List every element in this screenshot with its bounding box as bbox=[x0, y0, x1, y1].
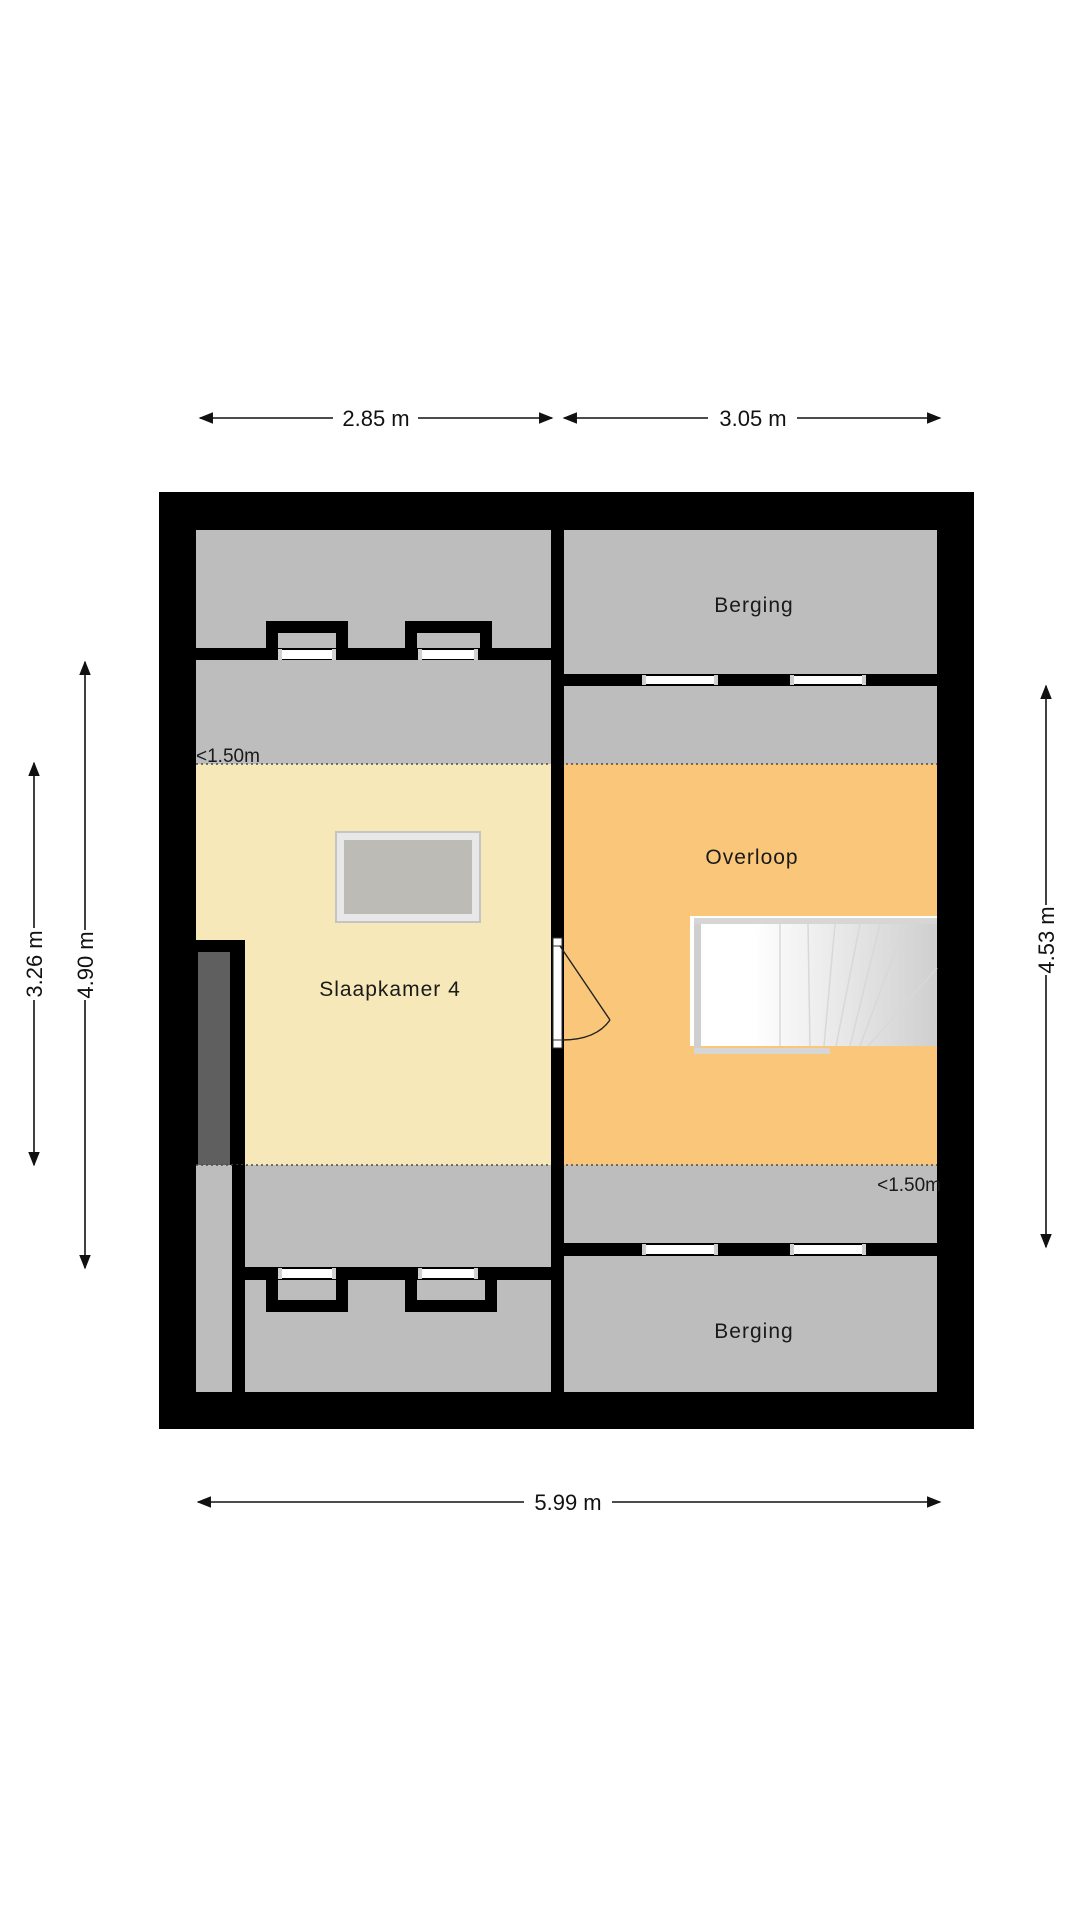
chimney-side-wall bbox=[232, 1165, 245, 1392]
storage-top-right bbox=[564, 530, 937, 674]
low-area-bottom-right bbox=[564, 1165, 937, 1243]
dimension-label: 4.53 m bbox=[1034, 906, 1059, 973]
low-ceiling-areas bbox=[196, 530, 937, 1392]
dimension-label: 3.05 m bbox=[719, 406, 786, 431]
low-ceiling-label-right: <1.50m bbox=[877, 1175, 941, 1196]
room-slaapkamer-4 bbox=[196, 764, 551, 1165]
dimension-label: 4.90 m bbox=[73, 931, 98, 998]
notch-fill bbox=[278, 1280, 336, 1300]
room-label-berging-top: Berging bbox=[714, 594, 793, 617]
hatch bbox=[418, 1268, 478, 1279]
skylight bbox=[335, 831, 481, 923]
storage-top-left bbox=[196, 530, 551, 648]
chimney-block bbox=[198, 952, 230, 1165]
room-label-overloop: Overloop bbox=[705, 846, 798, 869]
dimension-left-inner: 3.26 m bbox=[22, 761, 47, 1167]
hatch bbox=[790, 675, 866, 685]
low-area-top-left bbox=[196, 660, 551, 764]
dimension-bottom: 5.99 m bbox=[196, 1490, 942, 1515]
dimension-label: 2.85 m bbox=[342, 406, 409, 431]
hatch bbox=[278, 649, 336, 660]
low-ceiling-label-left: <1.50m bbox=[196, 746, 260, 767]
low-area-bottom-left bbox=[245, 1165, 551, 1267]
dimension-label: 3.26 m bbox=[22, 930, 47, 997]
hatch bbox=[790, 1244, 866, 1255]
dimension-right: 4.53 m bbox=[1034, 684, 1059, 1249]
dimension-top-right: 3.05 m bbox=[562, 406, 942, 431]
dimension-left-outer: 4.90 m bbox=[73, 660, 98, 1270]
notch-fill bbox=[417, 633, 480, 648]
hatch bbox=[642, 675, 718, 685]
knee-wall-bottom-right bbox=[564, 1243, 937, 1256]
storage-left-strip bbox=[196, 1165, 232, 1392]
dimension-top-left: 2.85 m bbox=[198, 406, 554, 431]
door bbox=[552, 937, 611, 1049]
notch-fill bbox=[417, 1280, 485, 1300]
staircase bbox=[690, 916, 938, 1054]
low-area-top-right bbox=[564, 686, 937, 764]
hatch bbox=[278, 1268, 336, 1279]
hatch bbox=[642, 1244, 718, 1255]
notch-fill bbox=[278, 633, 336, 648]
knee-wall-top-right bbox=[564, 674, 937, 686]
dimension-label: 5.99 m bbox=[534, 1490, 601, 1515]
room-label-berging-bottom: Berging bbox=[714, 1320, 793, 1343]
room-label-slaapkamer-4: Slaapkamer 4 bbox=[319, 978, 461, 1001]
hatch bbox=[418, 649, 478, 660]
knee-wall-hatches bbox=[278, 649, 866, 1279]
storage-bottom-right bbox=[564, 1256, 937, 1392]
